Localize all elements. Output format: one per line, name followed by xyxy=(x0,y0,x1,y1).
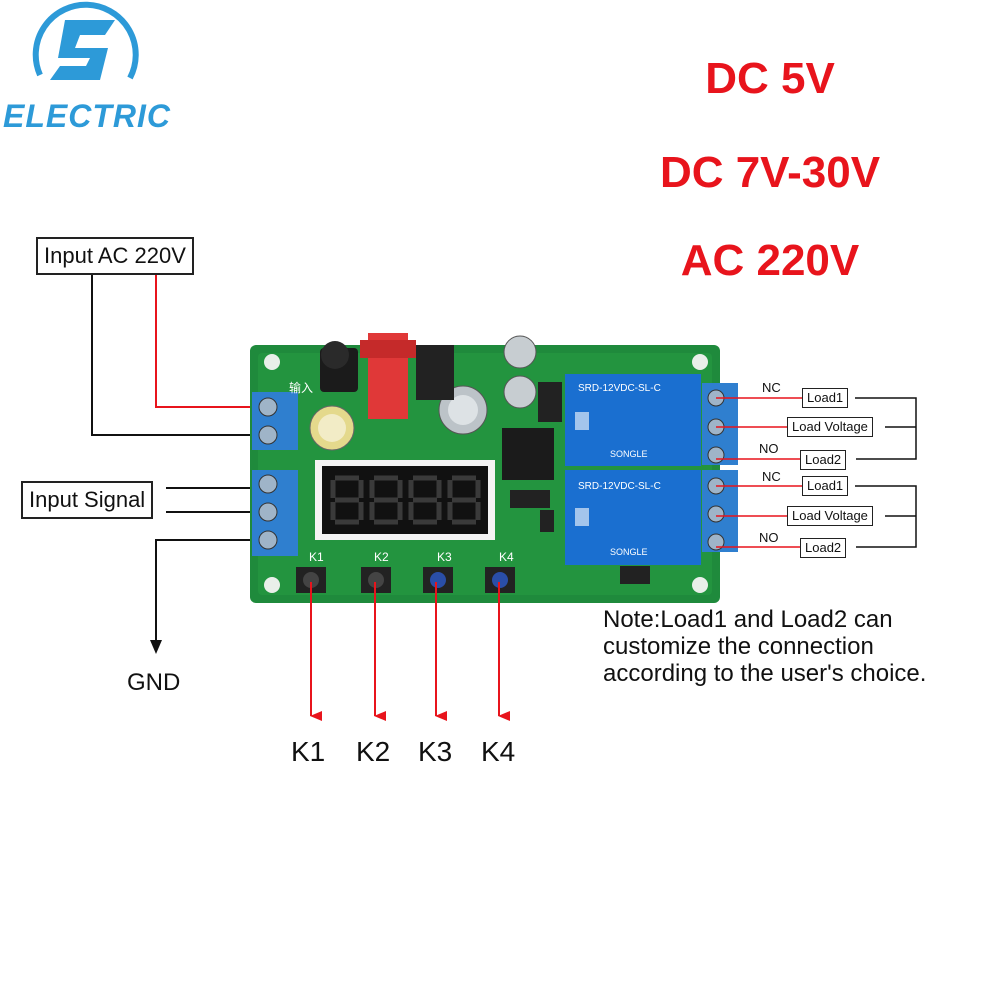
gnd-arrow-icon xyxy=(150,640,162,654)
relay-1-brand: SONGLE xyxy=(610,449,648,459)
power-option-dc7-30v: DC 7V-30V xyxy=(659,148,881,197)
k2-label: K2 xyxy=(356,736,391,767)
k3-label: K3 xyxy=(418,736,453,767)
silk-input-label: 输入 xyxy=(289,381,314,395)
k4-label: K4 xyxy=(481,736,516,767)
gnd-wire xyxy=(155,539,270,642)
load2-box-1: Load2 xyxy=(800,450,847,470)
relay-2-model: SRD-12VDC-SL-C xyxy=(578,481,661,492)
load1-box-2: Load1 xyxy=(802,476,849,496)
signal-input-label: Input Signal xyxy=(21,481,154,519)
ac-wire-black xyxy=(91,275,270,436)
silk-k4: K4 xyxy=(499,550,514,564)
logo-text: ELECTRIC xyxy=(3,98,171,134)
nc-label-1: NC xyxy=(762,380,781,395)
no-label-2: NO xyxy=(759,530,779,545)
power-option-dc5v: DC 5V xyxy=(705,54,835,103)
microcontroller-chip xyxy=(502,428,554,480)
load2-box-2: Load2 xyxy=(800,538,847,558)
load-voltage-box-2: Load Voltage xyxy=(787,506,873,526)
k1-label: K1 xyxy=(291,736,326,767)
logo-emblem-icon xyxy=(32,1,139,80)
note-line-1: Note:Load1 and Load2 can xyxy=(603,606,893,633)
power-option-ac220v: AC 220V xyxy=(680,236,860,285)
no-label-1: NO xyxy=(759,441,779,456)
silk-k1: K1 xyxy=(309,550,324,564)
output-wiring-1 xyxy=(716,397,917,460)
output-wiring-2 xyxy=(716,485,917,548)
silk-k2: K2 xyxy=(374,550,389,564)
note-line-3: according to the user's choice. xyxy=(603,660,927,687)
relay-2-brand: SONGLE xyxy=(610,547,648,557)
gnd-label: GND xyxy=(127,669,181,696)
nc-label-2: NC xyxy=(762,469,781,484)
ac-input-label: Input AC 220V xyxy=(36,237,194,275)
ac-wire-red xyxy=(155,275,270,408)
silk-k3: K3 xyxy=(437,550,452,564)
load1-box-1: Load1 xyxy=(802,388,849,408)
note-line-2: customize the connection xyxy=(603,633,874,660)
display-digits xyxy=(330,475,481,525)
load-note: Note:Load1 and Load2 can customize the c… xyxy=(603,606,983,687)
load-voltage-box-1: Load Voltage xyxy=(787,417,873,437)
relay-1-model: SRD-12VDC-SL-C xyxy=(578,383,661,394)
